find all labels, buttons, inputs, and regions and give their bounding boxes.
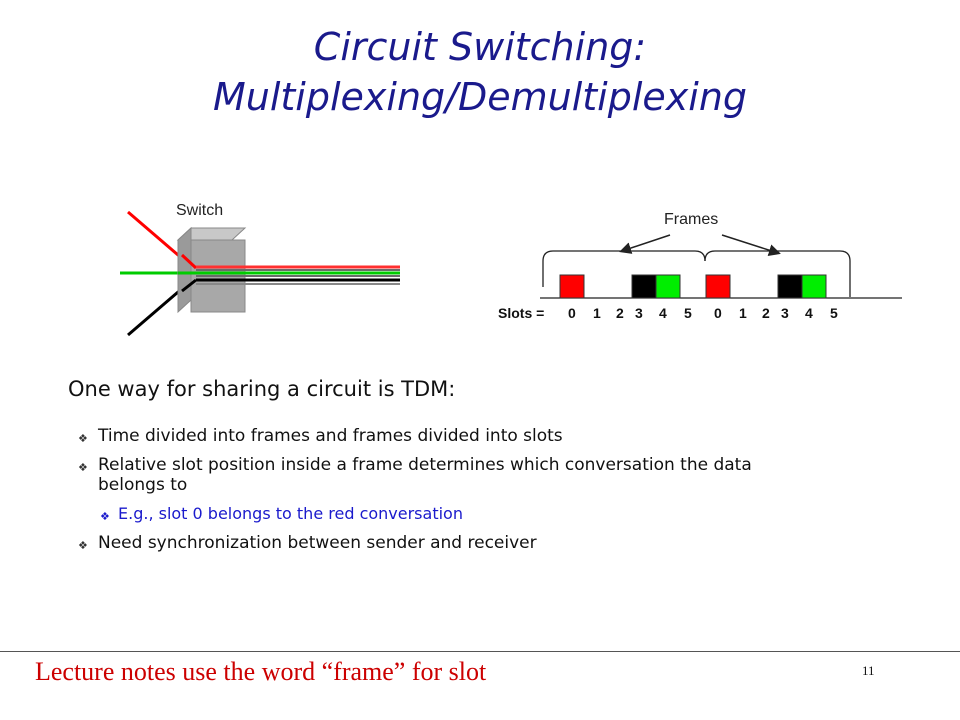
tdm-frames-diagram <box>540 234 902 299</box>
sub-bullet-item: ❖ E.g., slot 0 belongs to the red conver… <box>100 504 778 524</box>
footer-note: Lecture notes use the word “frame” for s… <box>35 657 487 686</box>
switch-diagram <box>120 210 400 337</box>
slot-number: 2 <box>616 305 624 321</box>
slot-number: 3 <box>781 305 789 321</box>
slots-label: Slots = <box>498 305 545 321</box>
slot-4-frame-1 <box>655 274 681 299</box>
slot-number: 0 <box>714 305 722 321</box>
bullet-item: ❖ Need synchronization between sender an… <box>78 533 778 553</box>
diamond-bullet-icon: ❖ <box>78 539 88 552</box>
slot-number: 1 <box>739 305 747 321</box>
slot-number: 5 <box>684 305 692 321</box>
slot-number: 2 <box>762 305 770 321</box>
switch-box-side <box>177 226 192 314</box>
bullet-item: ❖ Time divided into frames and frames di… <box>78 426 778 446</box>
diamond-bullet-icon: ❖ <box>78 432 88 445</box>
slot-number: 4 <box>659 305 667 321</box>
frame-bracket-2 <box>704 250 851 297</box>
bullet-text: Need synchronization between sender and … <box>98 533 537 553</box>
slot-3-frame-2 <box>777 274 803 299</box>
diamond-bullet-icon: ❖ <box>100 510 110 523</box>
slot-number: 4 <box>805 305 813 321</box>
title-line-2: Multiplexing/Demultiplexing <box>212 75 748 119</box>
slot-0-frame-2 <box>705 274 731 299</box>
footer-divider <box>0 651 960 652</box>
intro-text: One way for sharing a circuit is TDM: <box>68 377 456 401</box>
bullet-text: Relative slot position inside a frame de… <box>98 455 752 495</box>
frame-bracket-1 <box>542 250 706 287</box>
slot-0-frame-1 <box>559 274 585 299</box>
bullet-item: ❖ Relative slot position inside a frame … <box>78 455 778 495</box>
bullet-list: ❖ Time divided into frames and frames di… <box>78 426 778 562</box>
page-number: 11 <box>862 663 875 678</box>
sub-bullet-text: E.g., slot 0 belongs to the red conversa… <box>118 504 463 523</box>
frames-arrow-left <box>619 234 671 254</box>
title-line-1: Circuit Switching: <box>313 25 647 69</box>
slide-title: Circuit Switching: Multiplexing/Demultip… <box>0 22 960 122</box>
slots-row: Slots = 0 1 2 3 4 5 0 1 2 3 4 5 <box>0 305 960 325</box>
frames-label: Frames <box>664 211 719 228</box>
frames-arrow-right <box>721 234 781 256</box>
diamond-bullet-icon: ❖ <box>78 461 88 474</box>
bullet-text: Time divided into frames and frames divi… <box>98 426 563 446</box>
switch-label: Switch <box>176 202 224 219</box>
slot-number: 0 <box>568 305 576 321</box>
slot-number: 1 <box>593 305 601 321</box>
slot-4-frame-2 <box>801 274 827 299</box>
slot-number: 5 <box>830 305 838 321</box>
slot-number: 3 <box>635 305 643 321</box>
slot-3-frame-1 <box>631 274 657 299</box>
